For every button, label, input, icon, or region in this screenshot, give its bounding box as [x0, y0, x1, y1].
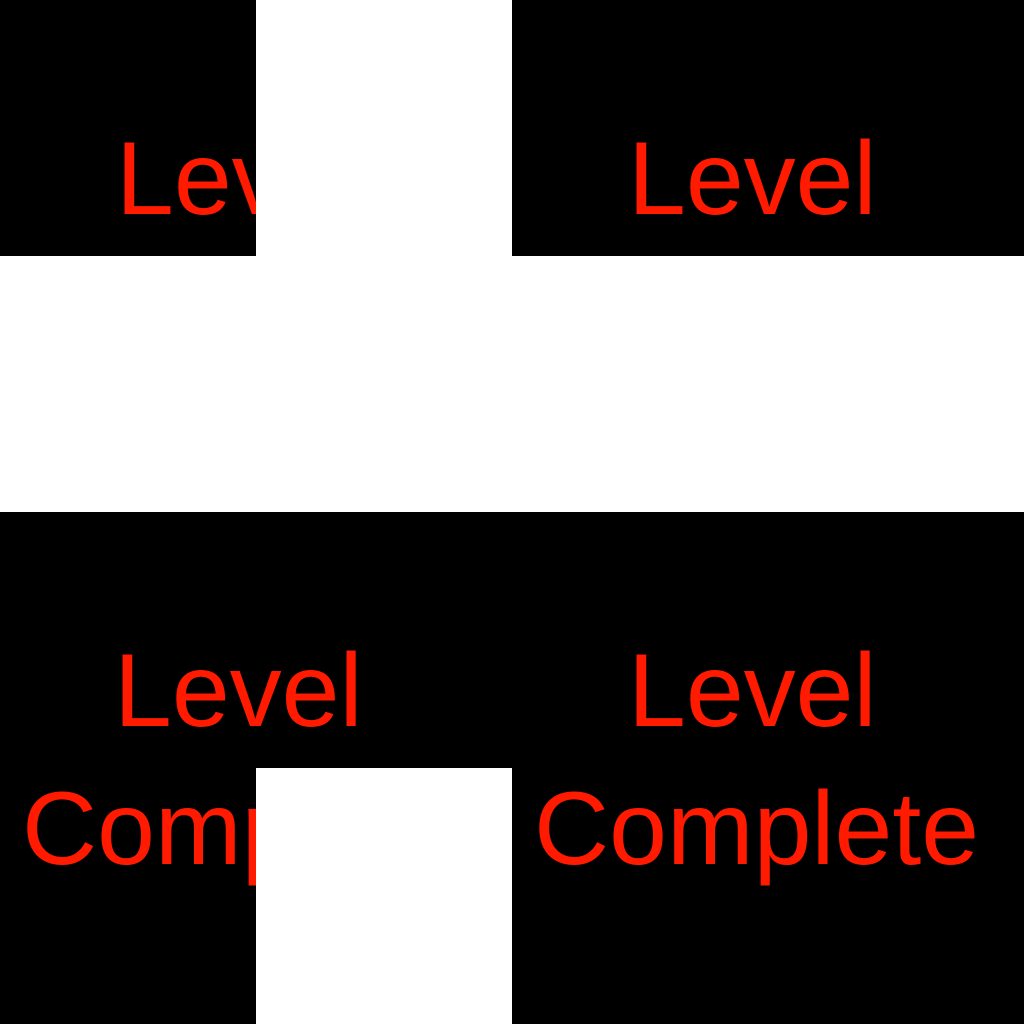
level-tile-top-left: Level: [0, 0, 256, 256]
complete-label: Complete: [534, 771, 980, 887]
level-complete-tile-bottom-left: Level Complete: [0, 512, 512, 1024]
level-label: Level: [628, 633, 877, 749]
white-block: [256, 768, 512, 1024]
level-label: Level: [116, 121, 256, 237]
level-label: Level: [114, 633, 363, 749]
level-tile-top-right: Level: [512, 0, 1024, 256]
level-complete-tile-bottom-right: Level Complete: [512, 512, 1024, 1024]
level-label: Level: [628, 121, 877, 237]
